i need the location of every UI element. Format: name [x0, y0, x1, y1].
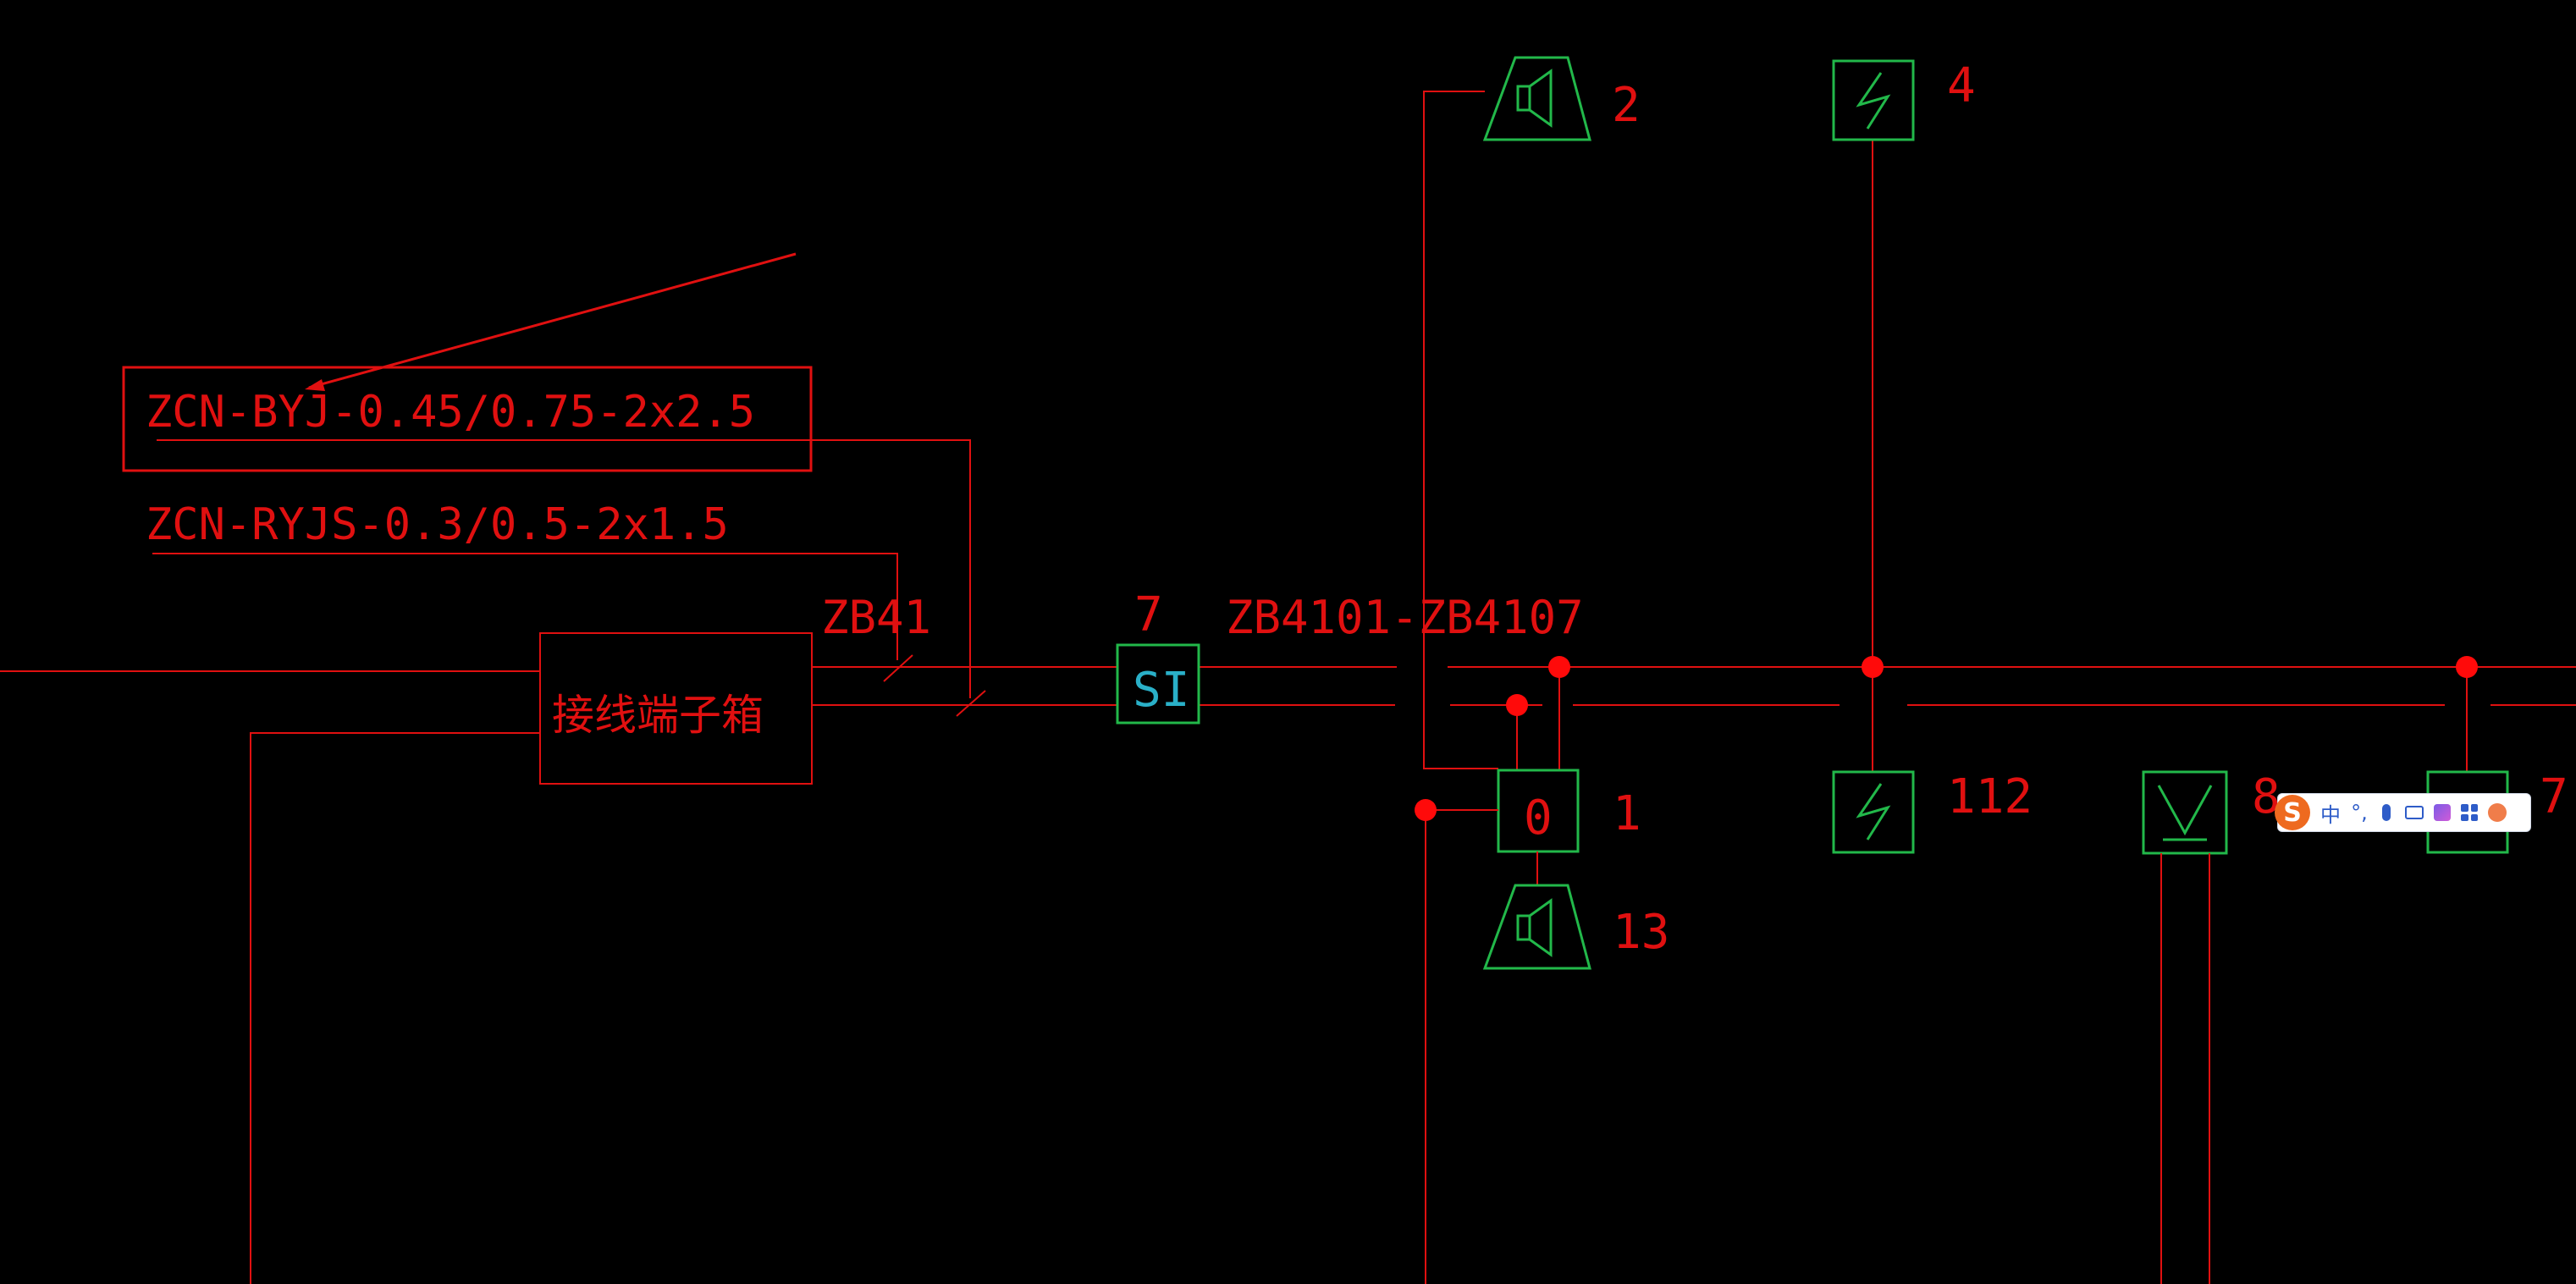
device-number-1: 1 [1613, 786, 1641, 841]
return-wire [250, 732, 540, 1284]
cable-1-leader [157, 439, 971, 698]
si-module[interactable] [1116, 643, 1200, 725]
device-number-112: 112 [1947, 769, 2033, 824]
device-number-7: 7 [2540, 769, 2568, 824]
mascot-icon[interactable] [2488, 803, 2507, 822]
speaker-2-wire [1423, 91, 1498, 769]
arrow-icon [305, 252, 797, 391]
ime-toolbar[interactable]: S 中 °, [2275, 793, 2531, 832]
ime-chinese-mode[interactable]: 中 [2320, 802, 2341, 827]
v-detector-icon[interactable] [2142, 770, 2228, 855]
skin-icon[interactable] [2434, 804, 2451, 821]
device-number-13: 13 [1613, 905, 1669, 960]
terminal-box [539, 632, 813, 785]
speaker-icon[interactable] [1482, 884, 1591, 970]
module-number-7: 7 [1134, 587, 1163, 642]
highlight-box [122, 366, 813, 472]
grid-menu-icon[interactable] [2461, 804, 2478, 821]
keyboard-icon[interactable] [2405, 806, 2424, 819]
device-number-4: 4 [1947, 58, 1976, 113]
bus-label-zb41: ZB41 [821, 591, 931, 644]
terminal-box-label: 接线端子箱 [552, 691, 764, 740]
lightning-icon[interactable] [1832, 59, 1915, 141]
lightning-icon[interactable] [1832, 770, 1915, 854]
junction-dots [1415, 656, 2478, 821]
microphone-icon[interactable] [2378, 804, 2395, 821]
ime-logo-icon[interactable]: S [2275, 795, 2310, 830]
bus-label-range: ZB4101-ZB4107 [1226, 591, 1584, 644]
bus-lines [812, 654, 2576, 717]
speaker-icon[interactable] [1482, 56, 1591, 141]
si-module-label: SI [1133, 663, 1189, 718]
cable-2-leader [152, 553, 898, 660]
cable-label-2: ZCN-RYJS-0.3/0.5-2x1.5 [146, 499, 729, 550]
device-number-2: 2 [1612, 78, 1641, 133]
cable-label-1: ZCN-BYJ-0.45/0.75-2x2.5 [146, 387, 755, 438]
module-0-label: 0 [1524, 791, 1553, 846]
ime-punct-mode[interactable]: °, [2351, 801, 2368, 824]
